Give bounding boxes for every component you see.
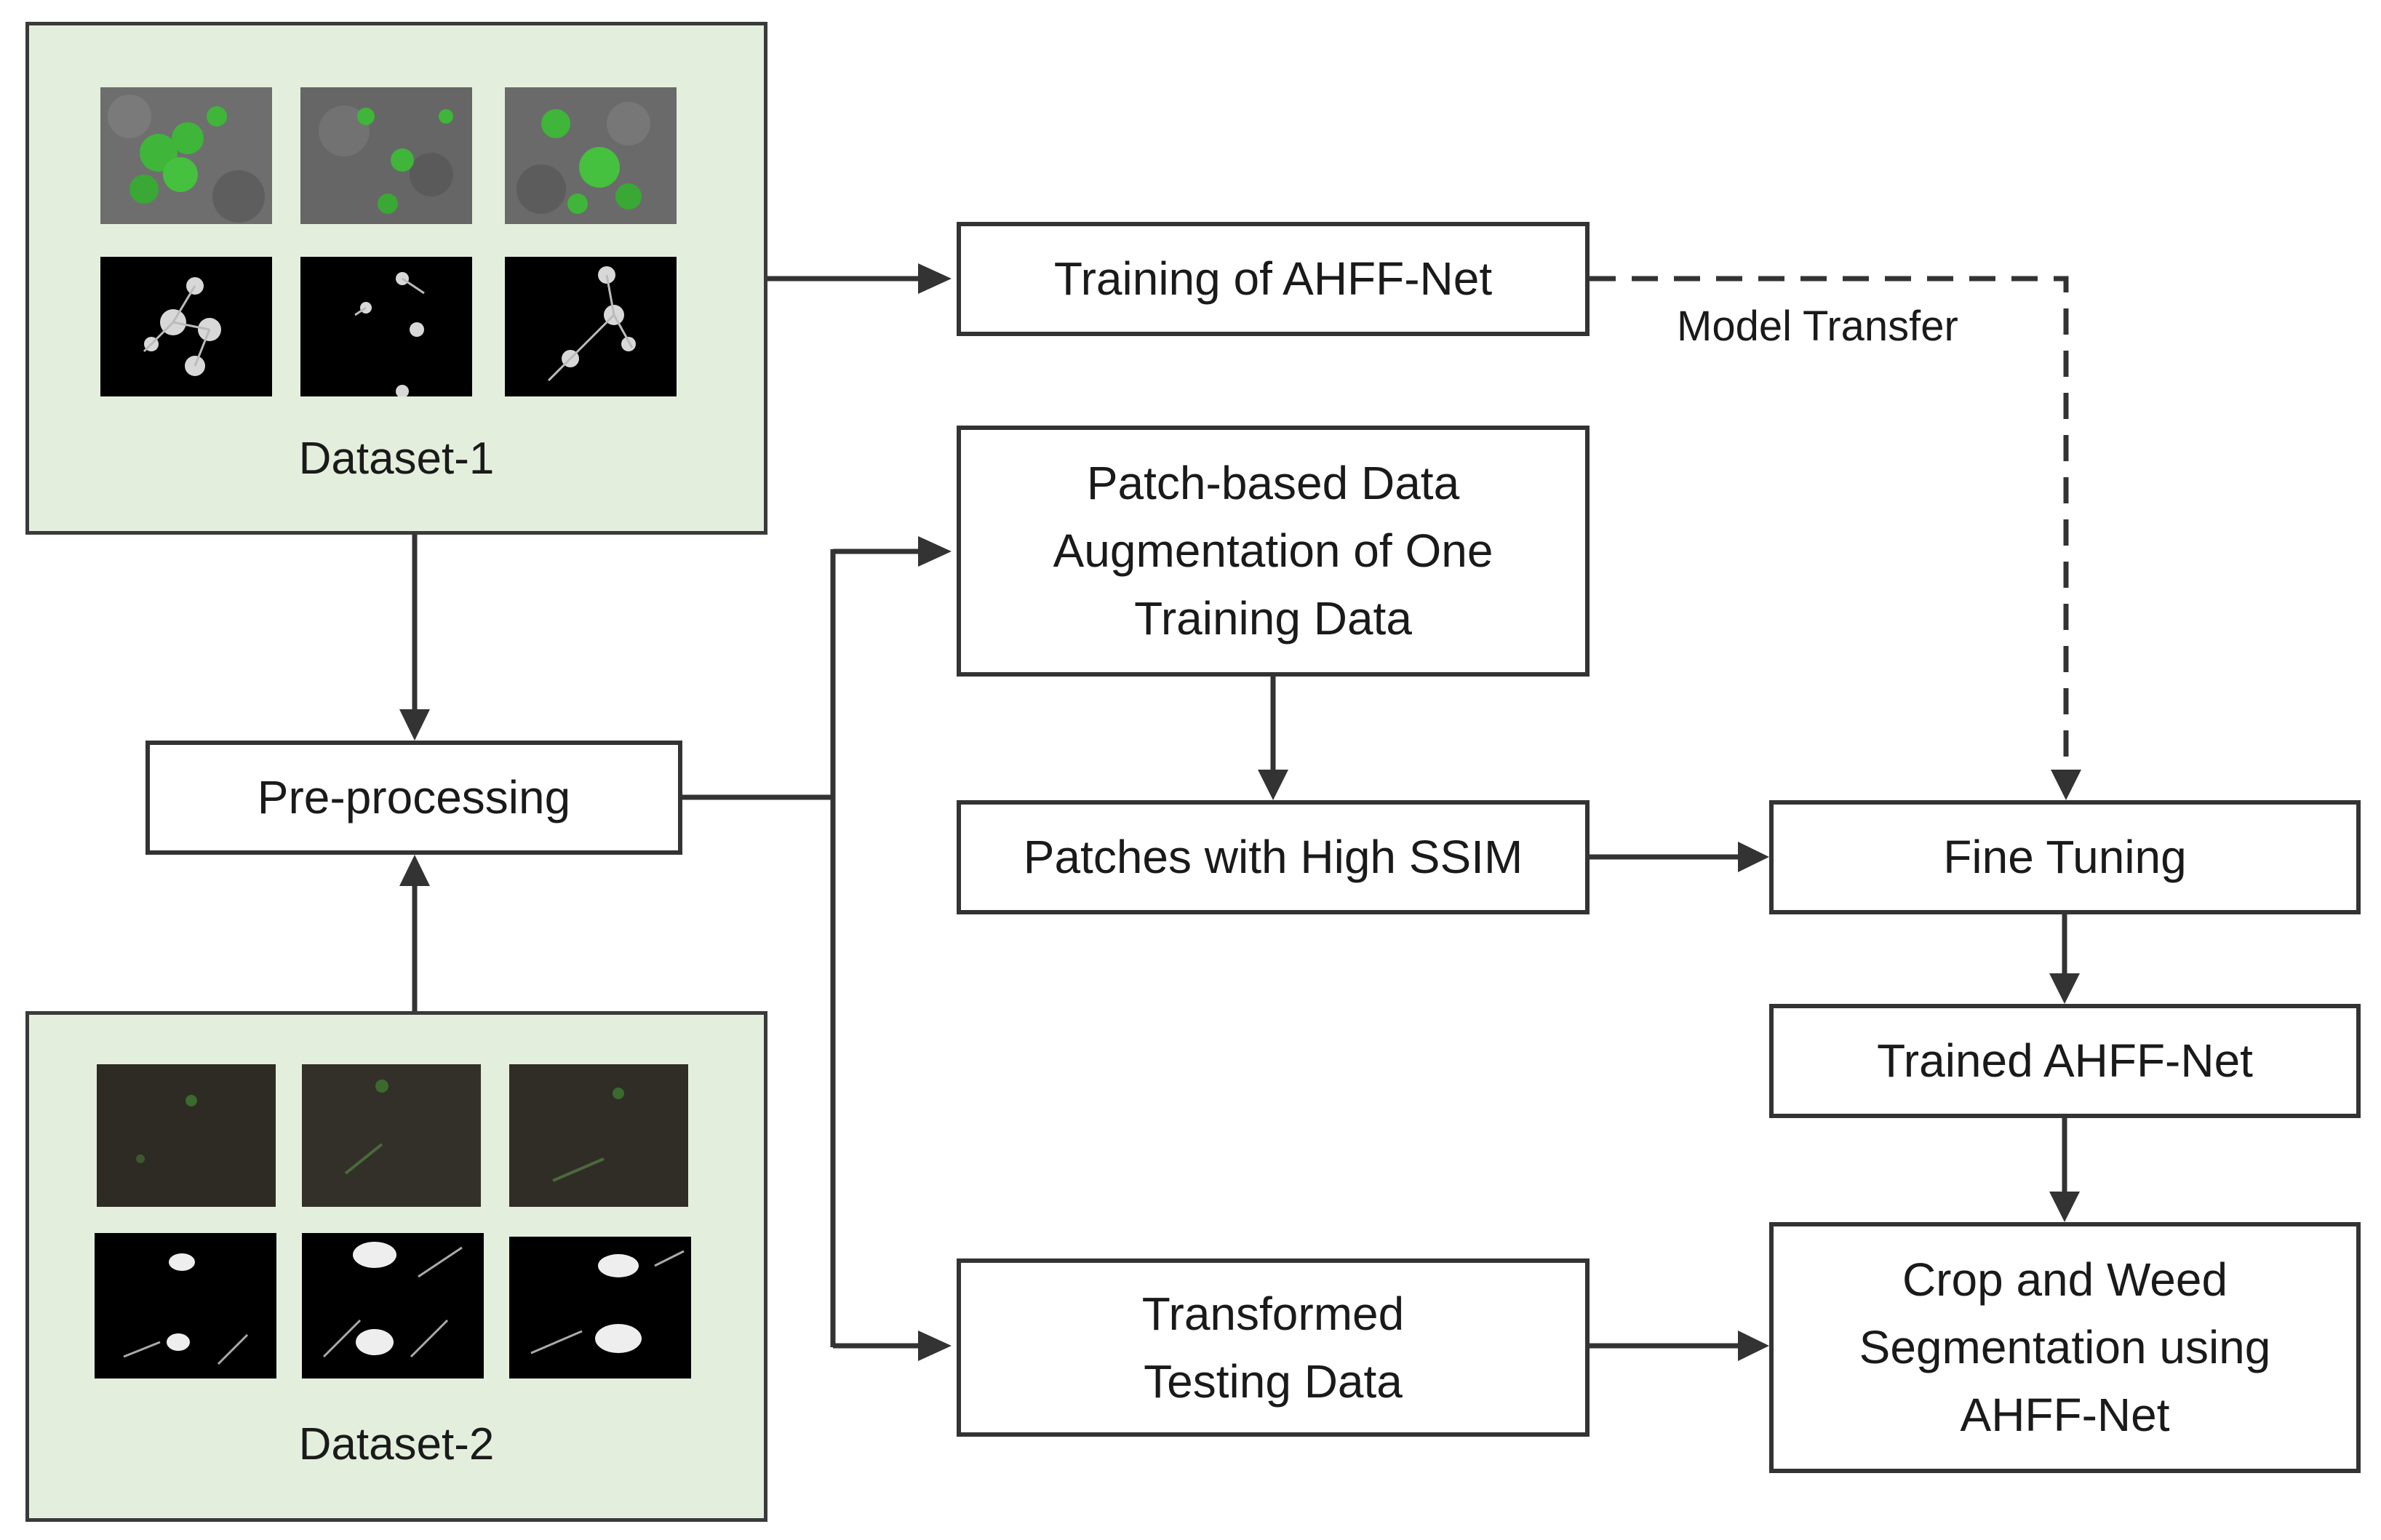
dataset-2-mask-image-3 [509, 1237, 691, 1379]
dataset-2-mask-image-1 [95, 1233, 276, 1379]
preprocessing-box: Pre-processing [145, 741, 682, 855]
dataset-1-panel: Dataset-1 [25, 22, 767, 535]
dataset-2-rgb-image-2 [302, 1064, 481, 1207]
arrowhead-fine-tuning-left [1738, 842, 1769, 872]
preprocessing-label: Pre-processing [257, 771, 571, 824]
model-transfer-label: Model Transfer [1677, 303, 1958, 350]
training-label: Training of AHFF-Net [1053, 252, 1493, 306]
dataset-2-mask-image-2 [302, 1233, 484, 1379]
patch-augmentation-line-2: Augmentation of One [1053, 524, 1493, 578]
training-box: Training of AHFF-Net [957, 222, 1590, 336]
transformed-testing-line-2: Testing Data [1144, 1355, 1403, 1408]
segmentation-line-3: AHFF-Net [1960, 1388, 2170, 1441]
arrowhead-preprocessing-bottom [399, 855, 430, 886]
arrowhead-transformed-testing [918, 1330, 952, 1361]
transformed-testing-line-1: Transformed [1141, 1287, 1405, 1340]
trained-net-box: Trained AHFF-Net [1769, 1004, 2361, 1118]
patches-ssim-box: Patches with High SSIM [957, 800, 1590, 914]
dataset-1-mask-image-1 [100, 257, 272, 396]
segmentation-line-1: Crop and Weed [1902, 1253, 2228, 1306]
arrowhead-segmentation-top [2049, 1192, 2080, 1222]
dataset-2-rgb-image-3 [509, 1064, 688, 1207]
dataset-1-mask-image-2 [300, 257, 472, 396]
arrowhead-ssim [1258, 770, 1288, 800]
dataset-2-rgb-image-1 [97, 1064, 276, 1207]
segmentation-line-2: Segmentation using [1859, 1321, 2271, 1374]
trained-net-label: Trained AHFF-Net [1877, 1034, 2253, 1088]
arrowhead-patch-augmentation [918, 536, 952, 567]
patch-augmentation-line-1: Patch-based Data [1086, 457, 1460, 510]
arrowhead-preprocessing-top [399, 709, 430, 741]
dataset-1-mask-image-3 [505, 257, 677, 396]
dataset-1-rgb-image-1 [100, 87, 272, 224]
patch-augmentation-box: Patch-based Data Augmentation of One Tra… [957, 426, 1590, 677]
transformed-testing-box: Transformed Testing Data [957, 1258, 1590, 1437]
dataset-2-panel: Dataset-2 [25, 1011, 767, 1522]
patch-augmentation-line-3: Training Data [1134, 591, 1412, 645]
arrowhead-training [918, 263, 952, 294]
arrowhead-segmentation-left [1738, 1330, 1769, 1361]
segmentation-box: Crop and Weed Segmentation using AHFF-Ne… [1769, 1222, 2361, 1473]
dataset-1-rgb-image-3 [505, 87, 677, 224]
arrowhead-fine-tuning-top [2051, 770, 2081, 800]
dataset-2-label: Dataset-2 [298, 1419, 495, 1469]
dashed-model-transfer-path [1590, 276, 2069, 782]
fine-tuning-label: Fine Tuning [1943, 831, 2187, 884]
arrowhead-trained [2049, 973, 2080, 1004]
fine-tuning-box: Fine Tuning [1769, 800, 2361, 914]
patches-ssim-label: Patches with High SSIM [1023, 831, 1523, 884]
dataset-1-label: Dataset-1 [298, 434, 495, 484]
dataset-1-rgb-image-2 [300, 87, 472, 224]
